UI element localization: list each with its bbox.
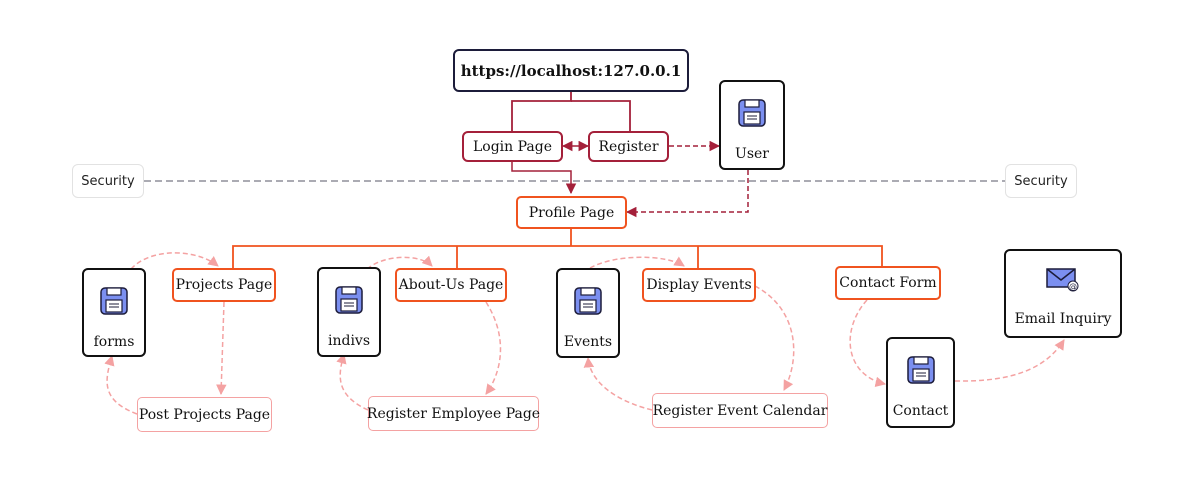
login-page-node[interactable]: Login Page bbox=[462, 131, 563, 162]
events-entity[interactable]: Events bbox=[556, 268, 620, 358]
contact-label: Contact bbox=[892, 403, 949, 419]
display-to-calendar-link bbox=[754, 285, 795, 391]
svg-text:@: @ bbox=[1069, 282, 1077, 291]
about-us-page-node[interactable]: About-Us Page bbox=[395, 268, 507, 302]
contact-form-node[interactable]: Contact Form bbox=[835, 266, 941, 300]
indivs-to-about-link bbox=[366, 255, 433, 270]
events-label: Events bbox=[563, 334, 613, 350]
database-icon bbox=[99, 286, 129, 320]
display-events-node[interactable]: Display Events bbox=[642, 268, 756, 302]
events-to-display-link bbox=[589, 256, 685, 269]
database-icon bbox=[573, 286, 603, 320]
forms-label: forms bbox=[93, 334, 135, 350]
profile-tree-connectors bbox=[232, 229, 883, 268]
envelope-icon: @ bbox=[1046, 267, 1080, 297]
database-icon bbox=[906, 355, 936, 389]
indivs-label: indivs bbox=[327, 333, 371, 349]
indivs-entity[interactable]: indivs bbox=[317, 267, 381, 357]
forms-entity[interactable]: forms bbox=[82, 268, 146, 357]
email-inquiry-entity[interactable]: @ Email Inquiry bbox=[1004, 249, 1122, 338]
post-projects-page-node[interactable]: Post Projects Page bbox=[137, 397, 272, 432]
post-to-forms-link bbox=[104, 354, 138, 415]
database-icon bbox=[737, 98, 767, 132]
forms-to-projects-link bbox=[130, 252, 219, 270]
security-left-label: Security bbox=[72, 164, 144, 198]
register-node[interactable]: Register bbox=[588, 131, 669, 162]
projects-to-post-link bbox=[216, 301, 227, 396]
user-label: User bbox=[735, 146, 769, 162]
database-icon bbox=[334, 285, 364, 319]
url-to-login-connector bbox=[511, 92, 572, 131]
register-employee-to-indivs-link bbox=[336, 352, 369, 411]
url-to-register-connector bbox=[571, 100, 631, 131]
calendar-to-events-link bbox=[583, 356, 653, 411]
user-entity[interactable]: User bbox=[719, 80, 785, 170]
contact-to-email-link bbox=[954, 339, 1065, 382]
about-to-register-employee-link bbox=[485, 301, 502, 395]
register-employee-page-node[interactable]: Register Employee Page bbox=[367, 396, 540, 431]
profile-page-node[interactable]: Profile Page bbox=[516, 196, 627, 229]
user-to-profile-link bbox=[625, 170, 749, 218]
security-right-label: Security bbox=[1005, 164, 1077, 198]
register-event-calendar-node[interactable]: Register Event Calendar bbox=[652, 393, 828, 428]
projects-page-node[interactable]: Projects Page bbox=[172, 268, 276, 302]
email-inquiry-label: Email Inquiry bbox=[1014, 311, 1112, 327]
login-to-profile-link bbox=[511, 161, 577, 195]
contact-form-to-contact-link bbox=[849, 299, 887, 388]
url-node[interactable]: https://localhost:127.0.0.1 bbox=[453, 49, 689, 92]
contact-entity[interactable]: Contact bbox=[886, 337, 955, 428]
